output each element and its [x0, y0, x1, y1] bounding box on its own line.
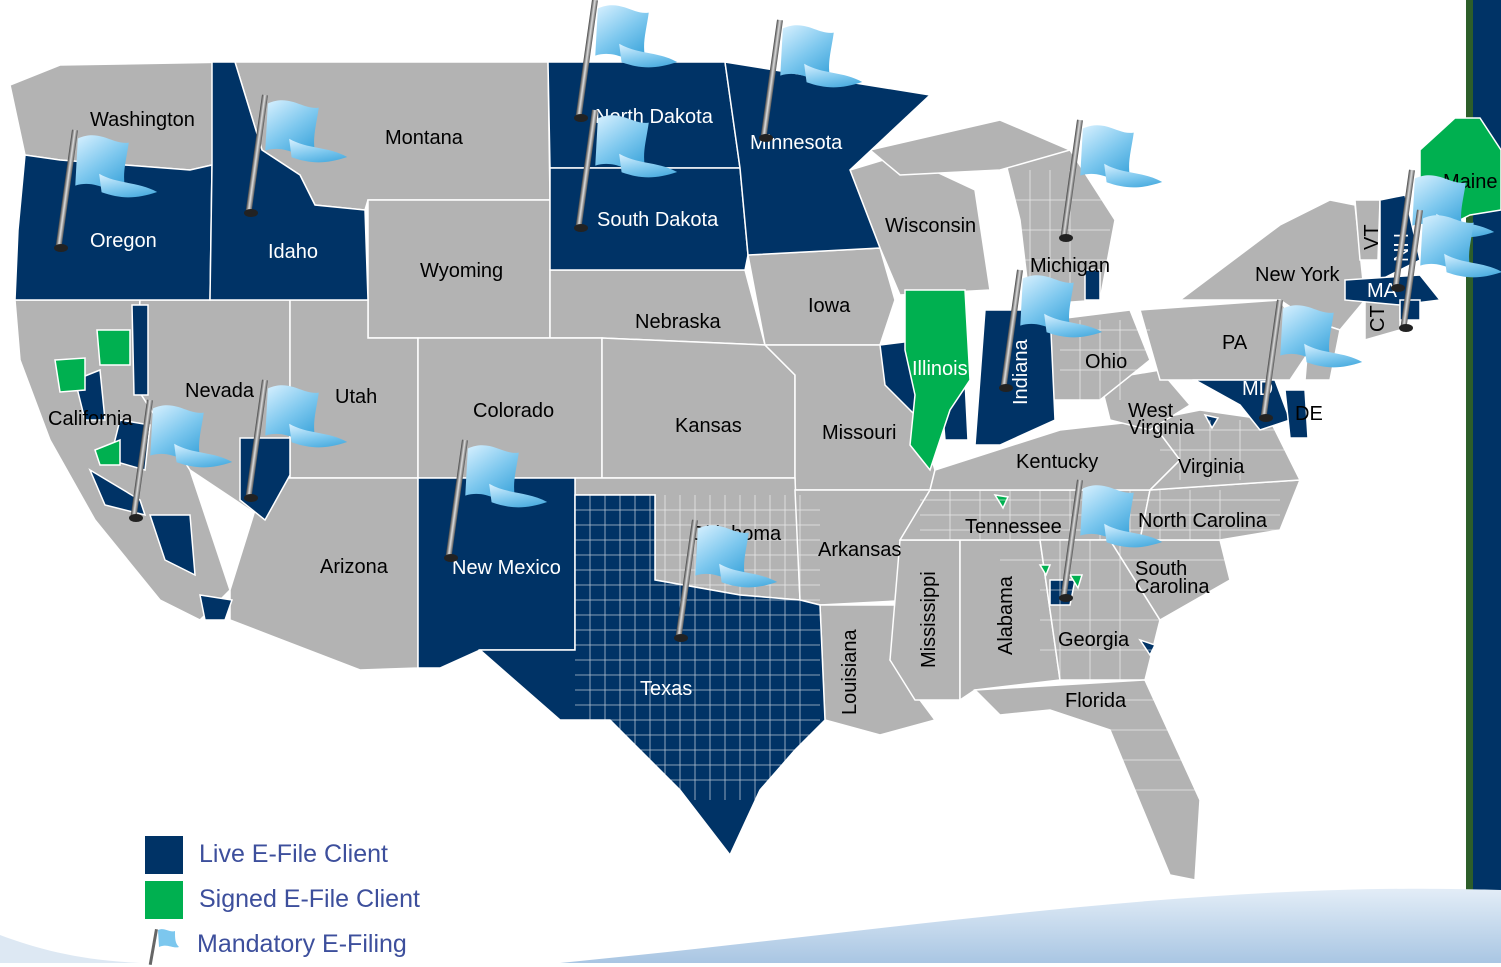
label-west-virginia-2: Virginia — [1128, 417, 1195, 439]
label-idaho: Idaho — [268, 241, 318, 263]
label-vt: VT — [1361, 224, 1383, 250]
label-north-carolina: North Carolina — [1138, 510, 1268, 532]
state-idaho-live — [209, 61, 369, 301]
label-tennessee: Tennessee — [965, 516, 1062, 538]
label-ct: CT — [1367, 305, 1389, 332]
county-signed — [1038, 564, 1052, 577]
label-oregon: Oregon — [90, 230, 157, 252]
county-signed — [1068, 574, 1084, 590]
label-kansas: Kansas — [675, 415, 742, 437]
label-south-carolina-2: Carolina — [1135, 576, 1210, 598]
county-live — [148, 514, 196, 577]
flag-icon — [148, 928, 179, 965]
label-colorado: Colorado — [473, 400, 554, 422]
label-nebraska: Nebraska — [635, 311, 721, 333]
label-mississippi: Mississippi — [918, 571, 940, 668]
label-arizona: Arizona — [320, 556, 389, 578]
legend-mandatory-label: Mandatory E-Filing — [197, 930, 407, 958]
label-california: California — [48, 408, 133, 430]
label-nevada: Nevada — [185, 380, 255, 402]
legend-live-label: Live E-File Client — [199, 840, 388, 868]
state-pennsylvania — [1139, 299, 1311, 381]
state-south-dakota-live — [549, 167, 749, 271]
label-montana: Montana — [385, 127, 464, 149]
signed-swatch — [145, 880, 183, 919]
wave-decoration — [560, 888, 1501, 963]
state-minnesota-live — [724, 61, 932, 256]
state-vermont — [1354, 199, 1381, 261]
county-signed — [904, 289, 971, 472]
live-swatch — [145, 835, 183, 874]
legend-signed: Signed E-File Client — [145, 877, 420, 922]
label-illinois: Illinois — [912, 358, 968, 380]
label-ohio: Ohio — [1085, 351, 1127, 373]
label-new-mexico: New Mexico — [452, 557, 561, 579]
legend-live: Live E-File Client — [145, 832, 420, 877]
label-wisconsin: Wisconsin — [885, 215, 976, 237]
label-minnesota: Minnesota — [750, 132, 843, 154]
label-de: DE — [1295, 403, 1323, 425]
county-live — [1084, 269, 1101, 301]
state-west-virginia — [1099, 369, 1192, 431]
label-texas: Texas — [640, 678, 692, 700]
label-alabama: Alabama — [995, 575, 1017, 655]
state-kansas — [601, 337, 796, 479]
label-arkansas: Arkansas — [818, 539, 901, 561]
county-live — [199, 594, 234, 621]
legend-mandatory: Mandatory E-Filing — [145, 922, 420, 967]
label-new-york: New York — [1255, 264, 1340, 286]
county-live — [1203, 413, 1220, 430]
label-west-virginia-1: West — [1128, 400, 1174, 422]
legend: Live E-File Client Signed E-File Client … — [145, 832, 420, 967]
label-louisiana: Louisiana — [839, 628, 861, 715]
label-wyoming: Wyoming — [420, 260, 503, 282]
county-signed — [54, 357, 86, 393]
label-michigan: Michigan — [1030, 255, 1110, 277]
label-iowa: Iowa — [808, 295, 851, 317]
label-florida: Florida — [1065, 690, 1127, 712]
county-signed — [993, 494, 1010, 510]
state-nebraska — [549, 269, 766, 346]
legend-signed-label: Signed E-File Client — [199, 885, 420, 913]
label-washington: Washington — [90, 109, 195, 131]
label-virginia: Virginia — [1178, 456, 1245, 478]
label-kentucky: Kentucky — [1016, 451, 1098, 473]
state-michigan-up — [868, 119, 1073, 176]
county-signed — [96, 329, 131, 366]
label-utah: Utah — [335, 386, 377, 408]
label-indiana: Indiana — [1010, 339, 1032, 405]
state-de-live — [1284, 389, 1309, 439]
label-south-dakota: South Dakota — [597, 209, 719, 231]
label-pa: PA — [1222, 332, 1248, 354]
label-ma: MA — [1367, 280, 1398, 302]
county-signed — [94, 438, 121, 466]
county-live — [88, 468, 147, 517]
county-live — [131, 304, 149, 396]
label-missouri: Missouri — [822, 422, 896, 444]
label-georgia: Georgia — [1058, 629, 1130, 651]
label-south-carolina-1: South — [1135, 558, 1187, 580]
